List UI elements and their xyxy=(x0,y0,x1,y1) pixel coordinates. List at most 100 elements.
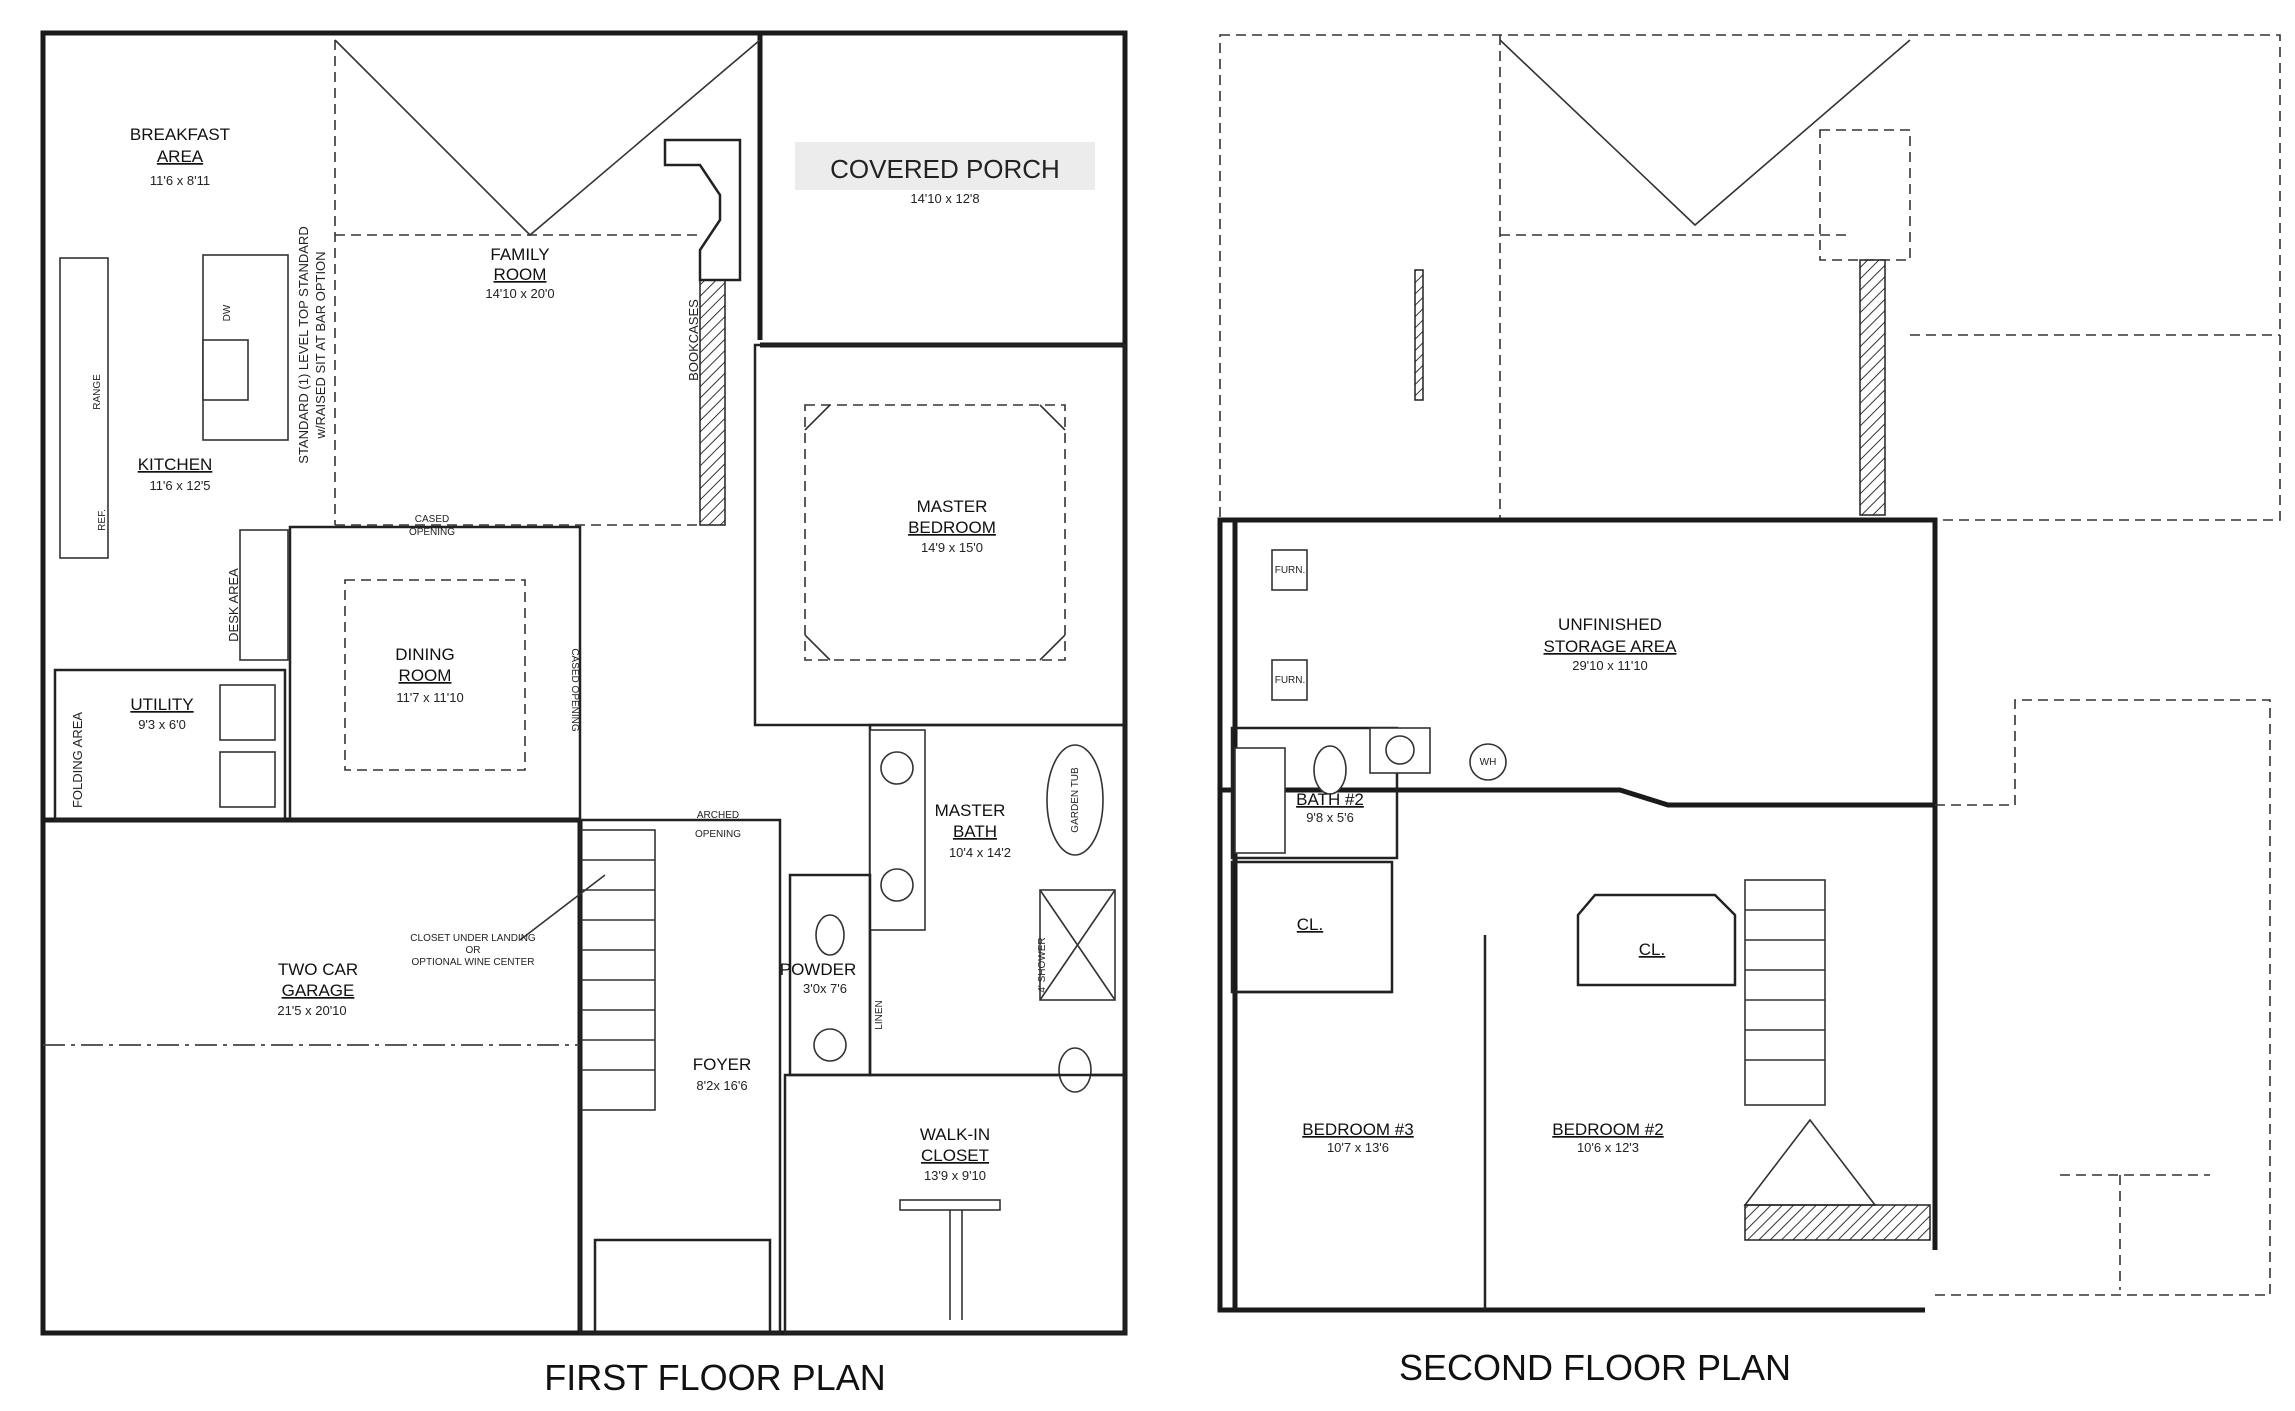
second-floor-plan xyxy=(1217,34,2281,1313)
dryer xyxy=(219,751,276,808)
roof-ridge xyxy=(1499,39,1911,227)
linen-note: LINEN xyxy=(874,1000,885,1029)
family-vaulted-ceiling xyxy=(334,39,761,237)
closet-note-1: CLOSET UNDER LANDING xyxy=(410,933,536,944)
master-bedroom-name-1: MASTER xyxy=(917,497,988,516)
dining-name-2: ROOM xyxy=(399,666,452,685)
bed3-dim: 10'7 x 13'6 xyxy=(1327,1140,1389,1155)
second-floor-title: SECOND FLOOR PLAN xyxy=(1399,1347,1791,1388)
breakfast-name-1: BREAKFAST xyxy=(130,125,230,144)
rail-hatch xyxy=(1414,269,1424,401)
bath2-name: BATH #2 xyxy=(1296,790,1364,809)
desk-note: DESK AREA xyxy=(226,568,241,642)
utility-room-wall xyxy=(53,668,287,822)
furnace-2 xyxy=(1271,659,1308,701)
furnace-1 xyxy=(1271,549,1308,591)
storage-dim: 29'10 x 11'10 xyxy=(1572,658,1648,673)
garden-tub xyxy=(1046,744,1104,856)
dw-note: DW xyxy=(222,304,233,321)
first-floor-labels: BREAKFAST AREA 11'6 x 8'11 FAMILY ROOM 1… xyxy=(70,125,1095,1398)
stair-landing-vault xyxy=(1743,1118,1877,1206)
garage-name-1: TWO CAR xyxy=(278,960,358,979)
foyer-wall xyxy=(578,818,782,1335)
utility-name: UTILITY xyxy=(130,695,193,714)
powder-dim: 3'0x 7'6 xyxy=(803,981,847,996)
range-note: RANGE xyxy=(92,374,103,410)
fireplace xyxy=(663,138,742,282)
bed2-name: BEDROOM #2 xyxy=(1552,1120,1663,1139)
breakfast-name-2: AREA xyxy=(157,147,204,166)
desk-area xyxy=(239,529,289,661)
roof-outline xyxy=(1219,34,2281,521)
bath2-tub xyxy=(1234,747,1286,854)
dining-room-wall xyxy=(288,525,582,822)
furn-2: FURN. xyxy=(1275,675,1306,686)
cl2-name: CL. xyxy=(1639,940,1665,959)
family-dim: 14'10 x 20'0 xyxy=(485,286,554,301)
storage-area-wall xyxy=(1217,517,1938,808)
island-note-1: STANDARD (1) LEVEL TOP STANDARD xyxy=(296,226,311,463)
front-entry xyxy=(593,1238,772,1335)
master-bath-dim: 10'4 x 14'2 xyxy=(949,845,1011,860)
family-name-1: FAMILY xyxy=(490,245,549,264)
cl1-name: CL. xyxy=(1297,915,1323,934)
bath2-dim: 9'8 x 5'6 xyxy=(1306,810,1354,825)
master-tray-ceiling xyxy=(804,404,1066,661)
walkin-name-2: CLOSET xyxy=(921,1146,989,1165)
closet-2 xyxy=(1576,893,1737,987)
powder-toilet xyxy=(815,914,845,956)
powder-sink xyxy=(813,1028,847,1062)
closet-arrow xyxy=(519,874,606,941)
garage-name-2: GARAGE xyxy=(282,981,355,1000)
arched-2: OPENING xyxy=(695,829,741,840)
lower-roof-outline xyxy=(1935,699,2271,1296)
bookcase-hatch xyxy=(699,279,726,526)
kitchen-dim: 11'6 x 12'5 xyxy=(149,478,210,493)
kitchen-name: KITCHEN xyxy=(138,455,213,474)
storage-name-1: UNFINISHED xyxy=(1558,615,1662,634)
porch-dim: 14'10 x 12'8 xyxy=(910,191,979,206)
ref-note: REF. xyxy=(97,509,108,531)
bath2-toilet xyxy=(1313,745,1347,795)
foyer-dim: 8'2x 16'6 xyxy=(696,1078,747,1093)
arched-1: ARCHED xyxy=(697,810,739,821)
closet-note-2: OR xyxy=(466,945,481,956)
porch-label-bg xyxy=(795,142,1095,190)
garage-dim: 21'5 x 20'10 xyxy=(277,1003,346,1018)
master-bath-name-1: MASTER xyxy=(935,801,1006,820)
cased-top-2: OPENING xyxy=(409,527,455,538)
storage-name-2: STORAGE AREA xyxy=(1544,637,1678,656)
stair-landing-hatch xyxy=(1744,1204,1931,1241)
master-toilet xyxy=(1058,1047,1092,1093)
chimney-outline xyxy=(1819,129,1911,261)
second-floor-labels: UNFINISHED STORAGE AREA 29'10 x 11'10 BA… xyxy=(1275,565,1791,1388)
cased-side: CASED OPENING xyxy=(569,648,580,732)
cased-top-1: CASED xyxy=(415,514,449,525)
folding-note: FOLDING AREA xyxy=(70,712,85,808)
bath2-wall xyxy=(1230,726,1399,860)
porch-name: COVERED PORCH xyxy=(830,154,1060,184)
breakfast-dim: 11'6 x 8'11 xyxy=(150,173,210,188)
master-bedroom-name-2: BEDROOM xyxy=(908,518,996,537)
master-bedroom-dim: 14'9 x 15'0 xyxy=(921,540,983,555)
dining-name-1: DINING xyxy=(395,645,455,664)
first-floor-stairs xyxy=(579,829,656,1111)
closet-note-3: OPTIONAL WINE CENTER xyxy=(412,957,535,968)
first-floor-plan xyxy=(40,30,1128,1336)
powder-name: POWDER xyxy=(780,960,857,979)
walkin-dim: 13'9 x 9'10 xyxy=(924,1168,986,1183)
island-note-2: w/RAISED SIT AT BAR OPTION xyxy=(313,251,328,439)
dining-dim: 11'7 x 11'10 xyxy=(396,690,463,705)
walkin-name-1: WALK-IN xyxy=(920,1125,990,1144)
washer xyxy=(219,684,276,741)
bed3-name: BEDROOM #3 xyxy=(1302,1120,1413,1139)
furn-1: FURN. xyxy=(1275,565,1306,576)
porch-post-outline xyxy=(2060,1174,2210,1290)
walkin-closet-wall xyxy=(783,1073,1127,1335)
master-bath-name-2: BATH xyxy=(953,822,997,841)
bed2-dim: 10'6 x 12'3 xyxy=(1577,1140,1639,1155)
second-floor-stairs xyxy=(1744,879,1826,1106)
kitchen-counter xyxy=(59,257,109,559)
utility-dim: 9'3 x 6'0 xyxy=(138,717,186,732)
